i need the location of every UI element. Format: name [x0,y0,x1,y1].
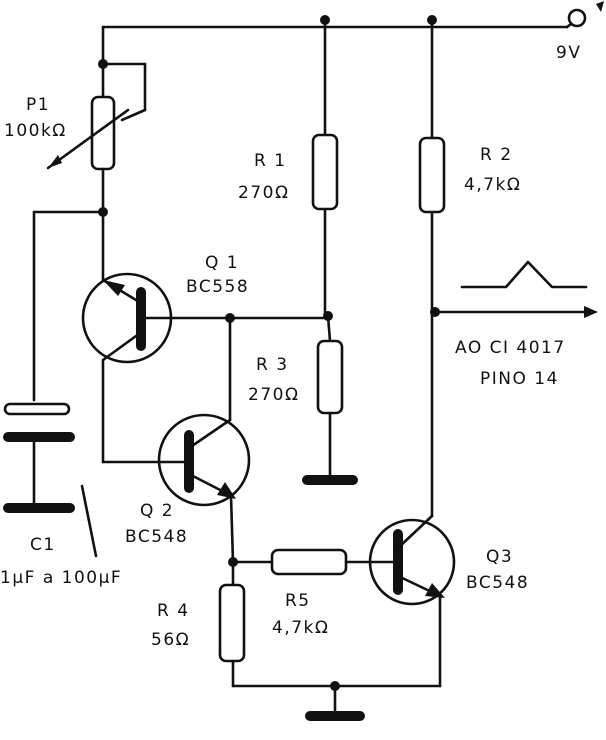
svg-text:BC548: BC548 [466,573,529,593]
transistor-q3: Q3 BC548 [368,514,529,688]
svg-text:BC558: BC558 [186,277,249,297]
svg-text:C1: C1 [30,535,56,555]
svg-text:R 4: R 4 [157,601,190,621]
resistor-r3: R 3 270Ω [225,311,358,485]
svg-text:Q 2: Q 2 [140,501,174,521]
svg-text:R 3: R 3 [256,355,289,375]
potentiometer-p1: P1 100kΩ [4,59,147,214]
supply-label: 9V [556,43,581,63]
ground-bottom [231,681,442,721]
transistor-q1: Q 1 BC558 [81,210,249,464]
supply-terminal [567,8,587,28]
resistor-r1: R 1 270Ω [238,25,339,318]
pulse-waveform-icon [460,260,588,289]
svg-text:4,7kΩ: 4,7kΩ [272,618,329,638]
svg-text:R 2: R 2 [480,145,513,165]
svg-text:PINO 14: PINO 14 [480,369,559,389]
svg-text:270Ω: 270Ω [248,385,299,405]
resistor-r2: R 2 4,7kΩ [418,25,521,518]
svg-text:100kΩ: 100kΩ [4,121,67,141]
resistor-r4: R 4 56Ω [151,557,246,688]
svg-text:Q3: Q3 [486,547,513,567]
svg-text:270Ω: 270Ω [238,183,289,203]
corner-mark [596,1,604,12]
svg-text:BC548: BC548 [125,527,188,547]
svg-text:AO CI 4017: AO CI 4017 [455,338,566,358]
svg-text:R5: R5 [285,591,311,611]
svg-text:4,7kΩ: 4,7kΩ [464,175,521,195]
capacitor-c1: C1 1µF a 100µF [0,207,122,588]
supply-rail: 9V [101,1,604,97]
svg-text:R 1: R 1 [254,151,287,171]
svg-text:56Ω: 56Ω [151,630,190,650]
svg-text:1µF a 100µF: 1µF a 100µF [0,568,122,588]
c1-plate-top [3,402,71,416]
resistor-r5: R5 4,7kΩ [231,548,396,638]
svg-text:P1: P1 [26,95,50,115]
output-line: AO CI 4017 PINO 14 [433,260,598,389]
svg-text:Q 1: Q 1 [205,253,239,273]
transistor-q2: Q 2 BC548 [101,316,251,564]
